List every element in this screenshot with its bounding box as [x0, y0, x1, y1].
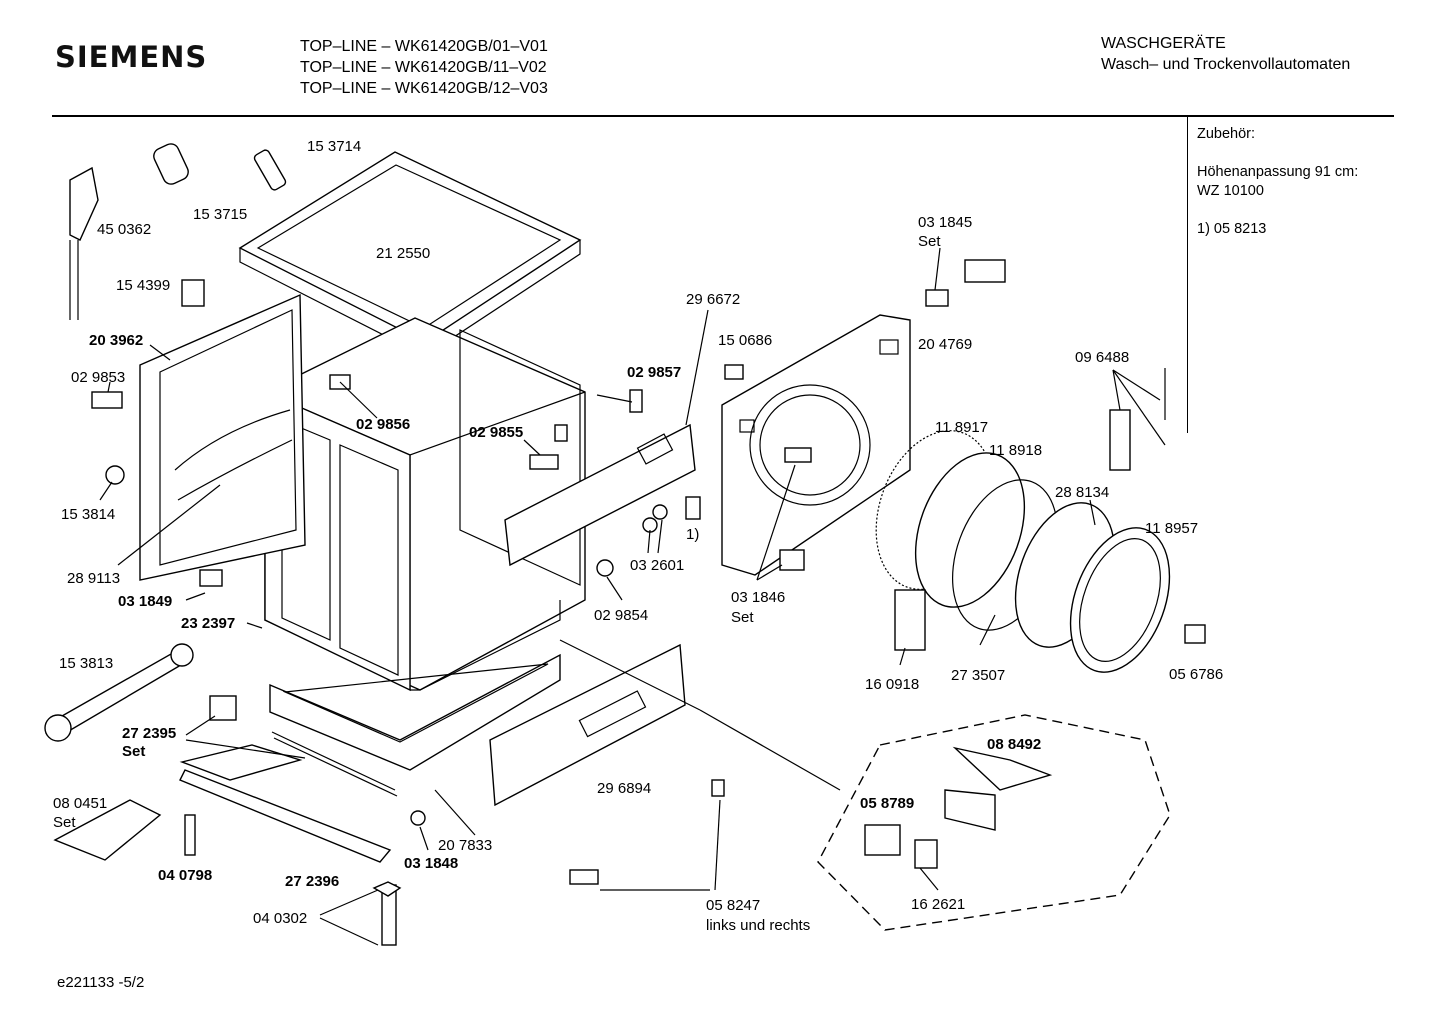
- document-id: e221133 -5/2: [57, 974, 145, 991]
- part-label: 02 9857: [627, 364, 681, 381]
- part-label: 03 1848: [404, 855, 458, 872]
- part-label: links und rechts: [706, 917, 810, 934]
- part-label: 29 6894: [597, 780, 651, 797]
- brand-logo: SIEMENS: [55, 40, 208, 74]
- part-label: 27 3507: [951, 667, 1005, 684]
- part-label: 16 0918: [865, 676, 919, 693]
- part-label: 04 0798: [158, 867, 212, 884]
- part-label: 15 4399: [116, 277, 170, 294]
- part-label: Set: [122, 743, 145, 760]
- accessory-box: Zubehör: Höhenanpassung 91 cm: WZ 10100 …: [1197, 125, 1358, 239]
- category-title: WASCHGERÄTE: [1101, 35, 1226, 52]
- part-label: 09 6488: [1075, 349, 1129, 366]
- part-label: 05 8789: [860, 795, 914, 812]
- part-label: 08 0451: [53, 795, 107, 812]
- category-subtitle: Wasch– und Trockenvollautomaten: [1101, 56, 1351, 73]
- side-panel-drawing: [139, 293, 306, 581]
- accessory-note: 1) 05 8213: [1197, 221, 1267, 237]
- part-label: 20 7833: [438, 837, 492, 854]
- model-line: TOP–LINE – WK61420GB/01–V01: [300, 38, 548, 55]
- part-label: 02 9855: [469, 424, 523, 441]
- part-label: 21 2550: [376, 245, 430, 262]
- part-label: 1): [686, 526, 699, 543]
- model-line: TOP–LINE – WK61420GB/12–V03: [300, 80, 548, 97]
- part-label: Set: [53, 814, 76, 831]
- part-label: 04 0302: [253, 910, 307, 927]
- model-line: TOP–LINE – WK61420GB/11–V02: [300, 59, 547, 76]
- part-label: 05 6786: [1169, 666, 1223, 683]
- header-divider: [52, 115, 1394, 117]
- accessory-divider: [1187, 117, 1188, 433]
- height-adjust-label: Höhenanpassung 91 cm:: [1197, 164, 1359, 180]
- part-label: 15 3714: [307, 138, 361, 155]
- wrench-drawing: [44, 643, 194, 742]
- part-label: 02 9854: [594, 607, 648, 624]
- front-frame-drawing: [721, 314, 911, 576]
- part-label: 20 4769: [918, 336, 972, 353]
- leader-lines: [99, 247, 1166, 946]
- part-label: 28 9113: [67, 570, 120, 587]
- part-label: 27 2396: [285, 873, 339, 890]
- part-label: 16 2621: [911, 896, 965, 913]
- accessory-heading: Zubehör:: [1197, 126, 1256, 142]
- part-label: 03 1845: [918, 214, 972, 231]
- optional-kit-drawing: [817, 714, 1171, 931]
- part-label: 02 9856: [356, 416, 410, 433]
- part-label: 11 8917: [935, 419, 988, 436]
- part-label: 27 2395: [122, 725, 176, 742]
- part-label: 23 2397: [181, 615, 235, 632]
- part-label: 29 6672: [686, 291, 740, 308]
- model-list: TOP–LINE – WK61420GB/01–V01 TOP–LINE – W…: [300, 36, 548, 99]
- cabinet-drawing: [264, 317, 586, 692]
- part-labels: 15 3714 15 3715 45 0362 21 2550 15 4399 …: [53, 138, 1223, 934]
- part-label: Set: [918, 233, 941, 250]
- part-label: 08 8492: [987, 736, 1041, 753]
- part-label: 11 8957: [1145, 520, 1198, 537]
- category-block: WASCHGERÄTE Wasch– und Trockenvollautoma…: [1101, 33, 1350, 75]
- height-adjust-code: WZ 10100: [1197, 183, 1264, 199]
- part-label: 02 9853: [71, 369, 125, 386]
- part-label: 05 8247: [706, 897, 760, 914]
- part-label: 15 0686: [718, 332, 772, 349]
- part-label: 15 3813: [59, 655, 113, 672]
- part-label: 15 3814: [61, 506, 115, 523]
- base-tray-drawing: [269, 653, 561, 771]
- top-cover-drawing: [238, 151, 582, 357]
- service-panel-drawing: [489, 643, 686, 807]
- part-label: 03 1846: [731, 589, 785, 606]
- door-assembly-drawing: [875, 430, 1171, 673]
- part-label: 28 8134: [1055, 484, 1109, 501]
- part-label: 11 8918: [989, 442, 1042, 459]
- part-label: 20 3962: [89, 332, 143, 349]
- part-label: 45 0362: [97, 221, 151, 238]
- part-label: 03 1849: [118, 593, 172, 610]
- part-label: Set: [731, 609, 754, 626]
- control-bracket-drawing: [504, 423, 696, 567]
- small-parts-drawing: [53, 143, 1206, 946]
- part-label: 15 3715: [193, 206, 247, 223]
- part-label: 03 2601: [630, 557, 684, 574]
